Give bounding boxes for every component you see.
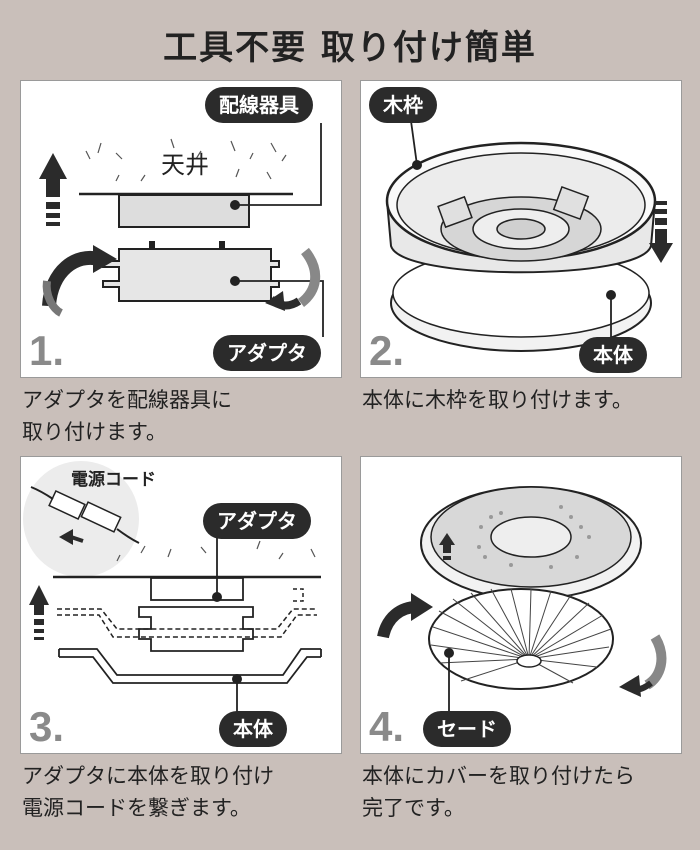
label-wiring-fixture: 配線器具	[205, 87, 313, 123]
step-3-illustration	[23, 461, 322, 713]
step-4-caption-line1: 本体にカバーを取り付けたら	[362, 764, 635, 788]
step-4-caption-line2: 完了です。	[362, 796, 465, 820]
label-wooden-frame: 木枠	[369, 87, 437, 123]
step-number: 3.	[29, 703, 65, 750]
step-number: 4.	[369, 703, 405, 750]
label-adapter: アダプタ	[203, 503, 311, 539]
label-power-cord: 電源コード	[71, 470, 156, 490]
label-adapter: アダプタ	[213, 335, 321, 371]
label-body: 本体	[219, 711, 287, 747]
page-title: 工具不要 取り付け簡単	[163, 28, 537, 68]
step-number: 1.	[29, 327, 65, 374]
step-3-panel: 電源コード アダプタ 本体 3.	[20, 456, 342, 754]
label-body: 本体	[579, 337, 647, 373]
step-4-illustration	[377, 486, 667, 715]
ceiling-label: 天井	[161, 151, 209, 179]
step-1-caption-line1: アダプタを配線器具に	[22, 388, 232, 412]
label-shade: セード	[423, 711, 511, 747]
step-2-illustration	[385, 120, 673, 352]
step-number: 2.	[369, 327, 405, 374]
step-1-panel: 天井 配線器具 アダプタ 1.	[20, 80, 342, 378]
step-4-panel: セード 4.	[360, 456, 682, 754]
step-3-caption-line2: 電源コードを繋ぎます。	[22, 796, 251, 820]
step-2-panel: 木枠 本体 2.	[360, 80, 682, 378]
step-2-caption-line1: 本体に木枠を取り付けます。	[362, 388, 633, 412]
step-1-illustration	[39, 123, 324, 337]
step-3-caption-line1: アダプタに本体を取り付け	[22, 764, 274, 788]
step-1-caption-line2: 取り付けます。	[22, 420, 167, 444]
